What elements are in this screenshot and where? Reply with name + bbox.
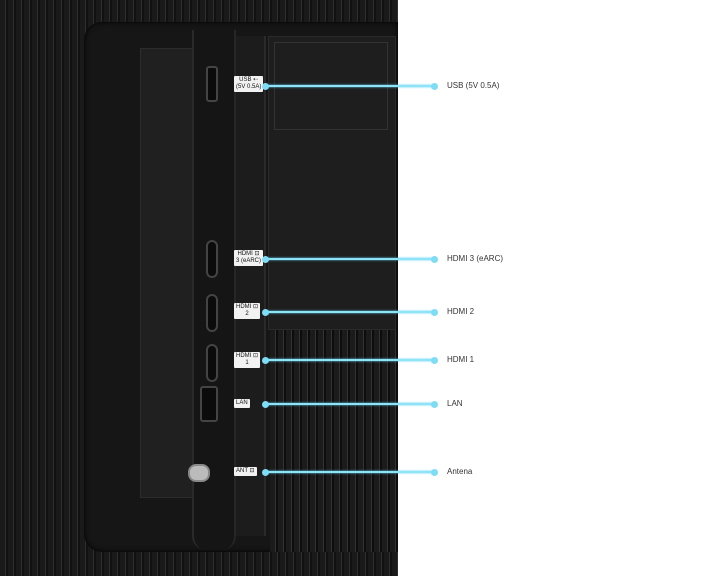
- callout-dot: [262, 401, 269, 408]
- lan-tag: LAN: [234, 399, 250, 408]
- callout-dot: [431, 309, 438, 316]
- callout-line: [266, 403, 434, 405]
- port-strip: [192, 30, 236, 550]
- callout-line: [266, 359, 434, 361]
- callout-dot: [431, 401, 438, 408]
- callout-dot: [431, 256, 438, 263]
- tv-back-panel: [0, 0, 398, 576]
- callout-line: [266, 258, 434, 260]
- usb-tag: USB ⇠ (5V 0.5A): [234, 76, 264, 92]
- antenna-port: [188, 464, 210, 482]
- hdmi1-port: [206, 344, 218, 382]
- lan-port: [200, 386, 218, 422]
- recess-ribs: [270, 330, 398, 552]
- callout-dot: [431, 83, 438, 90]
- callout-dot: [431, 357, 438, 364]
- label-antenna: Antena: [447, 467, 473, 476]
- hdmi3-port: [206, 240, 218, 278]
- hdmi2-tag: HDMI ⊡ 2: [234, 303, 261, 319]
- callout-line: [266, 471, 434, 473]
- callout-dot: [431, 469, 438, 476]
- callout-dot: [262, 309, 269, 316]
- callout-dot: [262, 256, 269, 263]
- label-hdmi2: HDMI 2: [447, 307, 475, 316]
- label-hdmi1: HDMI 1: [447, 355, 475, 364]
- callout-dot: [262, 83, 269, 90]
- label-rail: [236, 36, 266, 536]
- callout-dot: [262, 469, 269, 476]
- label-lan: LAN: [447, 399, 463, 408]
- hdmi3-tag: HDMI ⊡ 3 (eARC): [234, 250, 264, 266]
- callout-line: [266, 85, 434, 87]
- ant-tag: ANT ⊡: [234, 467, 257, 476]
- label-usb: USB (5V 0.5A): [447, 81, 500, 90]
- hdmi2-port: [206, 294, 218, 332]
- callout-line: [266, 311, 434, 313]
- label-hdmi3: HDMI 3 (eARC): [447, 254, 504, 263]
- usb-port: [206, 66, 218, 102]
- side-plate: [140, 48, 200, 498]
- hdmi1-tag: HDMI ⊡ 1: [234, 352, 261, 368]
- callout-dot: [262, 357, 269, 364]
